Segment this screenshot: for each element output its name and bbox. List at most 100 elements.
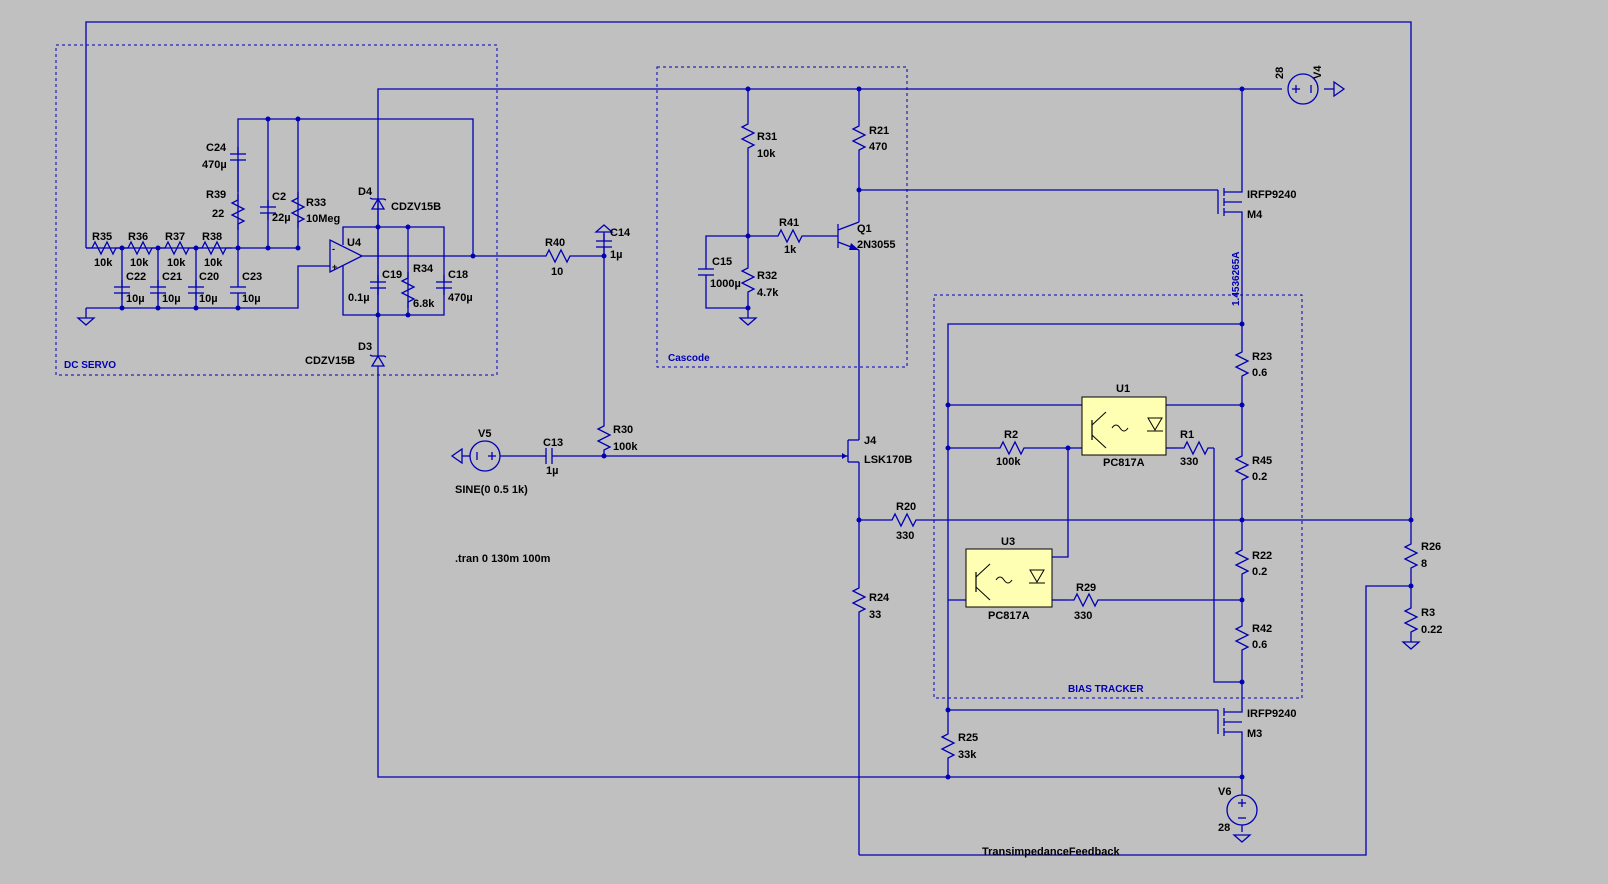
c19[interactable]: C19 0.1µ: [348, 269, 402, 304]
svg-text:R20: R20: [896, 501, 916, 513]
svg-text:V6: V6: [1218, 786, 1231, 798]
svg-text:10k: 10k: [757, 148, 776, 160]
svg-text:10k: 10k: [204, 257, 223, 269]
dc-servo-label: DC SERVO: [64, 360, 116, 371]
svg-text:1µ: 1µ: [610, 249, 622, 261]
svg-text:M4: M4: [1247, 209, 1263, 221]
m4-mosfet[interactable]: IRFP9240 M4: [1217, 180, 1297, 221]
j4-jfet[interactable]: J4 LSK170B: [840, 435, 912, 466]
q1-transistor[interactable]: Q1 2N3055: [837, 221, 896, 251]
c21[interactable]: C21 10µ: [149, 271, 182, 305]
r39[interactable]: R39 22: [206, 189, 245, 231]
c20[interactable]: C20 10µ: [187, 271, 219, 305]
svg-text:1k: 1k: [784, 244, 797, 256]
svg-text:R45: R45: [1252, 455, 1272, 467]
svg-text:R40: R40: [545, 237, 565, 249]
c2[interactable]: C2 22µ: [259, 191, 291, 224]
svg-text:28: 28: [1218, 822, 1230, 834]
r31[interactable]: R31 10k: [741, 117, 777, 160]
current-annotation: 1.4536265A: [1231, 252, 1242, 307]
r2[interactable]: R2 100k: [993, 429, 1031, 468]
r40[interactable]: R40 10: [539, 237, 577, 278]
svg-text:R22: R22: [1252, 550, 1272, 562]
svg-text:C18: C18: [448, 269, 468, 281]
r3[interactable]: R3 0.22: [1404, 601, 1442, 639]
cascode-label: Cascode: [668, 353, 710, 364]
r35[interactable]: R35 10k: [85, 231, 123, 269]
r29[interactable]: R29 330: [1067, 582, 1105, 622]
bias-tracker-label: BIAS TRACKER: [1068, 684, 1144, 695]
svg-text:330: 330: [1074, 610, 1092, 622]
r32[interactable]: R32 4.7k: [741, 261, 779, 299]
svg-text:470µ: 470µ: [202, 159, 227, 171]
svg-text:R35: R35: [92, 231, 112, 243]
v4-source[interactable]: 28 V4: [1274, 65, 1346, 105]
r22[interactable]: R22 0.2: [1235, 543, 1272, 581]
svg-text:IRFP9240: IRFP9240: [1247, 189, 1297, 201]
u1-optocoupler[interactable]: U1 PC817A: [1081, 383, 1167, 469]
svg-text:100k: 100k: [613, 441, 638, 453]
c18[interactable]: C18 470µ: [435, 269, 473, 304]
r24[interactable]: R24 33: [852, 581, 890, 621]
c24[interactable]: C24 470µ: [202, 142, 247, 171]
r26[interactable]: R26 8: [1404, 537, 1441, 575]
svg-text:R21: R21: [869, 125, 889, 137]
svg-text:10Meg: 10Meg: [306, 213, 340, 225]
feedback-label: TransimpedanceFeedback: [982, 846, 1120, 858]
svg-text:10: 10: [551, 266, 563, 278]
u4-opamp[interactable]: U4 - +: [329, 237, 364, 274]
c13[interactable]: C13 1µ: [540, 437, 563, 477]
svg-text:PC817A: PC817A: [1103, 457, 1145, 469]
r42[interactable]: R42 0.6: [1235, 619, 1272, 657]
svg-text:4.7k: 4.7k: [757, 287, 779, 299]
r36[interactable]: R36 10k: [121, 231, 159, 269]
r37[interactable]: R37 10k: [158, 231, 196, 269]
r30[interactable]: R30 100k: [597, 419, 638, 457]
c22[interactable]: C22 10µ: [113, 271, 146, 305]
svg-text:C21: C21: [162, 271, 182, 283]
r25[interactable]: R25 33k: [941, 727, 978, 765]
c14[interactable]: C14 1µ: [594, 224, 631, 261]
svg-text:R33: R33: [306, 197, 326, 209]
svg-text:R36: R36: [128, 231, 148, 243]
svg-text:J4: J4: [864, 435, 877, 447]
r34[interactable]: R34 6.8k: [401, 263, 435, 310]
m3-mosfet[interactable]: IRFP9240 M3: [1217, 708, 1297, 748]
u3-optocoupler[interactable]: U3 PC817A: [965, 536, 1053, 622]
v6-source[interactable]: V6 28: [1218, 786, 1258, 843]
v5-source[interactable]: V5 SINE(0 0.5 1k): [450, 428, 528, 496]
r23[interactable]: R23 0.6: [1235, 345, 1272, 383]
svg-text:22µ: 22µ: [272, 212, 291, 224]
c15[interactable]: C15 1000µ: [697, 256, 741, 290]
svg-text:0.2: 0.2: [1252, 471, 1267, 483]
d3-zener[interactable]: D3 CDZV15B: [305, 341, 387, 373]
r41[interactable]: R41 1k: [771, 217, 809, 256]
svg-text:C15: C15: [712, 256, 732, 268]
svg-text:R25: R25: [958, 732, 978, 744]
svg-text:R34: R34: [413, 263, 434, 275]
svg-text:10k: 10k: [94, 257, 113, 269]
r45[interactable]: R45 0.2: [1235, 449, 1272, 487]
r1[interactable]: R1 330: [1177, 429, 1215, 468]
r20[interactable]: R20 330: [885, 501, 923, 542]
svg-text:330: 330: [1180, 456, 1198, 468]
svg-text:10k: 10k: [167, 257, 186, 269]
svg-text:+: +: [332, 262, 337, 272]
svg-text:C20: C20: [199, 271, 219, 283]
svg-text:33k: 33k: [958, 749, 977, 761]
svg-text:R1: R1: [1180, 429, 1194, 441]
r33[interactable]: R33 10Meg: [291, 191, 340, 229]
svg-text:IRFP9240: IRFP9240: [1247, 708, 1297, 720]
svg-text:0.2: 0.2: [1252, 566, 1267, 578]
svg-text:10µ: 10µ: [162, 293, 181, 305]
wires: [85, 21, 1412, 856]
d4-zener[interactable]: D4 CDZV15B: [358, 186, 441, 213]
c23[interactable]: C23 10µ: [229, 271, 262, 305]
svg-text:33: 33: [869, 609, 881, 621]
r38[interactable]: R38 10k: [195, 231, 233, 269]
dc-servo-box: [55, 44, 498, 376]
svg-text:R31: R31: [757, 131, 777, 143]
tran-directive[interactable]: .tran 0 130m 100m: [455, 553, 551, 565]
r21[interactable]: R21 470: [852, 119, 889, 157]
